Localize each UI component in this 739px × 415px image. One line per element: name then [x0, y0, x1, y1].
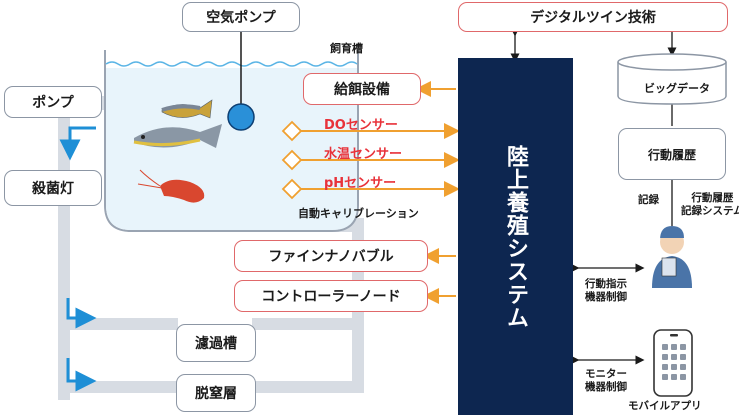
air-stone-icon	[227, 103, 255, 131]
land-aquaculture-system: 陸上養殖システム	[458, 58, 573, 415]
digital-twin-box: デジタルツイン技術	[458, 2, 728, 32]
sensor-diamonds	[281, 120, 303, 200]
do-sensor-label: DOセンサー	[324, 118, 398, 133]
tank-outline	[104, 50, 359, 232]
phone-icon	[653, 329, 693, 397]
black-connectors	[510, 27, 677, 365]
sterilizer-box: 殺菌灯	[4, 170, 102, 206]
fine-bubble-box: ファインナノバブル	[234, 240, 428, 272]
ph-sensor-label: pHセンサー	[324, 176, 397, 191]
action-instruction-label: 行動指示 機器制御	[585, 278, 627, 303]
big-data-cylinder	[617, 53, 727, 105]
command-arrows	[415, 81, 456, 304]
controller-node-box: コントローラーノード	[234, 280, 428, 312]
fish-icon	[133, 99, 222, 148]
big-data-label: ビッグデータ	[644, 82, 710, 95]
record-label: 記録	[638, 194, 659, 206]
mobile-app-label: モバイルアプリ	[628, 400, 702, 412]
air-pump-box: 空気ポンプ	[182, 2, 300, 32]
record-system-label: 行動履歴 記録システム	[681, 192, 739, 217]
filter-tank-box: 濾過槽	[176, 324, 256, 362]
flow-arrows	[59, 126, 97, 392]
tank-label: 飼育槽	[330, 42, 363, 55]
monitor-label: モニター 機器制御	[585, 368, 627, 393]
water-wave	[105, 61, 358, 67]
feeder-box: 給餌設備	[303, 73, 421, 105]
action-history-box: 行動履歴	[618, 128, 726, 180]
sensor-arrows	[301, 123, 460, 197]
pump-box: ポンプ	[4, 86, 102, 118]
denitrification-box: 脱窒層	[176, 374, 256, 412]
shrimp-icon	[137, 169, 205, 203]
worker-icon	[652, 226, 692, 288]
auto-calibration-label: 自動キャリブレーション	[298, 207, 419, 220]
temperature-sensor-label: 水温センサー	[324, 147, 403, 162]
